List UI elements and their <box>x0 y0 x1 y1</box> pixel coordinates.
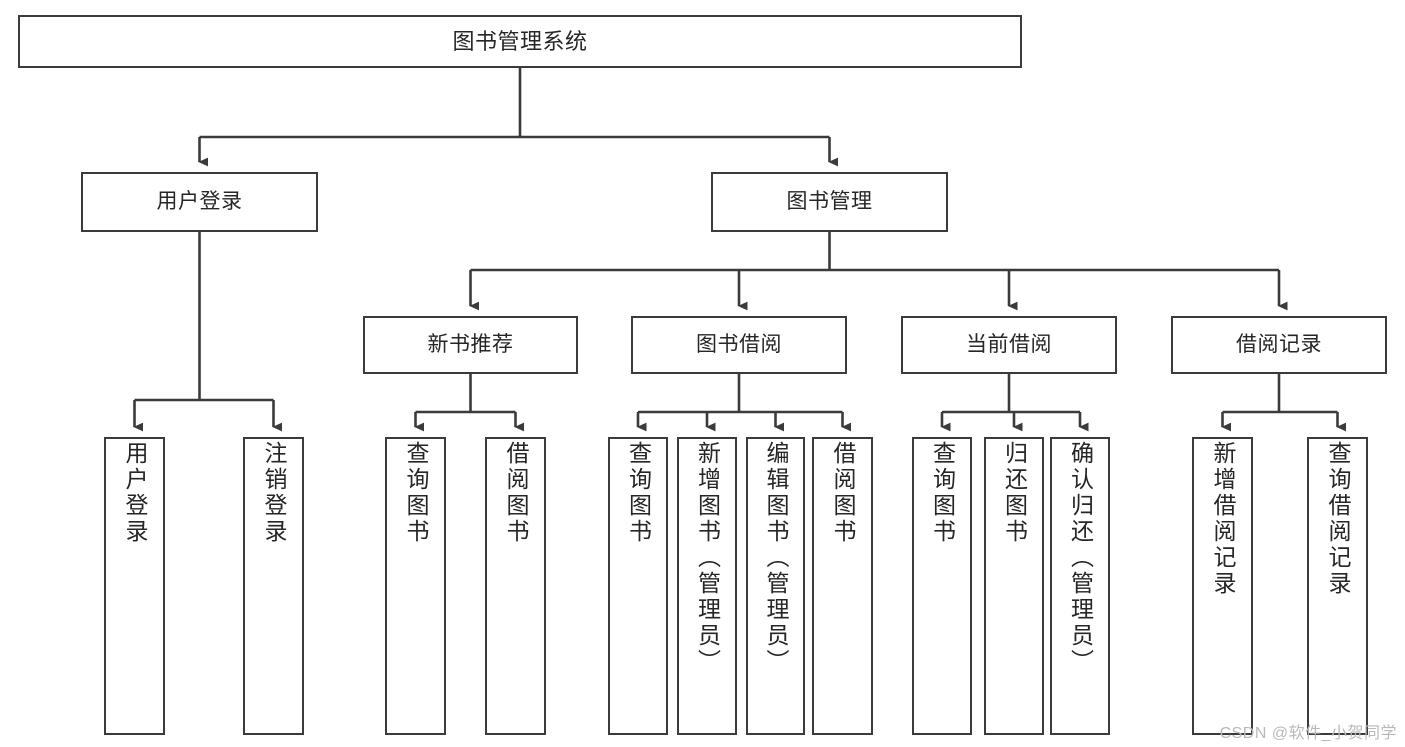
level3-node-0[interactable]: 新书推荐 <box>363 316 578 374</box>
root-node-label: 图书管理系统 <box>452 28 588 54</box>
leaf-node-label: 用户登录 <box>122 441 148 545</box>
leaf-node-4[interactable]: 查询图书 <box>608 437 668 735</box>
level3-node-label: 当前借阅 <box>966 332 1052 356</box>
level3-node-2[interactable]: 当前借阅 <box>901 316 1117 374</box>
level2-node-label: 用户登录 <box>156 189 243 213</box>
leaf-node-label: 借阅图书 <box>830 441 856 545</box>
leaf-node-7[interactable]: 借阅图书 <box>812 437 873 735</box>
leaf-node-5[interactable]: 新增图书（管理员） <box>677 437 737 735</box>
leaf-node-label: 确认归还（管理员） <box>1067 441 1094 675</box>
leaf-node-8[interactable]: 查询图书 <box>912 437 972 735</box>
level2-node-1[interactable]: 图书管理 <box>711 172 948 232</box>
level3-node-label: 新书推荐 <box>427 332 514 356</box>
leaf-node-6[interactable]: 编辑图书（管理员） <box>746 437 805 735</box>
leaf-node-11[interactable]: 新增借阅记录 <box>1192 437 1253 735</box>
leaf-node-1[interactable]: 注销登录 <box>243 437 304 735</box>
leaf-node-2[interactable]: 查询图书 <box>385 437 446 735</box>
leaf-node-label: 新增图书（管理员） <box>694 441 721 675</box>
level3-node-1[interactable]: 图书借阅 <box>631 316 847 374</box>
leaf-node-label: 归还图书 <box>1001 441 1028 545</box>
leaf-node-label: 借阅图书 <box>503 441 529 545</box>
leaf-node-label: 注销登录 <box>261 441 287 545</box>
leaf-node-label: 查询图书 <box>625 441 652 545</box>
root-node-0[interactable]: 图书管理系统 <box>18 15 1022 68</box>
level3-node-3[interactable]: 借阅记录 <box>1171 316 1387 374</box>
leaf-node-3[interactable]: 借阅图书 <box>485 437 546 735</box>
level3-node-label: 图书借阅 <box>696 332 782 356</box>
leaf-node-label: 新增借阅记录 <box>1210 441 1236 597</box>
leaf-node-9[interactable]: 归还图书 <box>984 437 1044 735</box>
leaf-node-12[interactable]: 查询借阅记录 <box>1307 437 1368 735</box>
leaf-node-label: 查询图书 <box>929 441 956 545</box>
leaf-node-10[interactable]: 确认归还（管理员） <box>1050 437 1110 735</box>
level2-node-label: 图书管理 <box>786 189 873 213</box>
level2-node-0[interactable]: 用户登录 <box>81 172 318 232</box>
leaf-node-label: 编辑图书（管理员） <box>763 441 789 675</box>
watermark-text: CSDN @软件_小贺同学 <box>1219 725 1397 742</box>
leaf-node-label: 查询图书 <box>403 441 429 545</box>
leaf-node-label: 查询借阅记录 <box>1325 441 1351 597</box>
level3-node-label: 借阅记录 <box>1236 332 1322 356</box>
leaf-node-0[interactable]: 用户登录 <box>104 437 165 735</box>
